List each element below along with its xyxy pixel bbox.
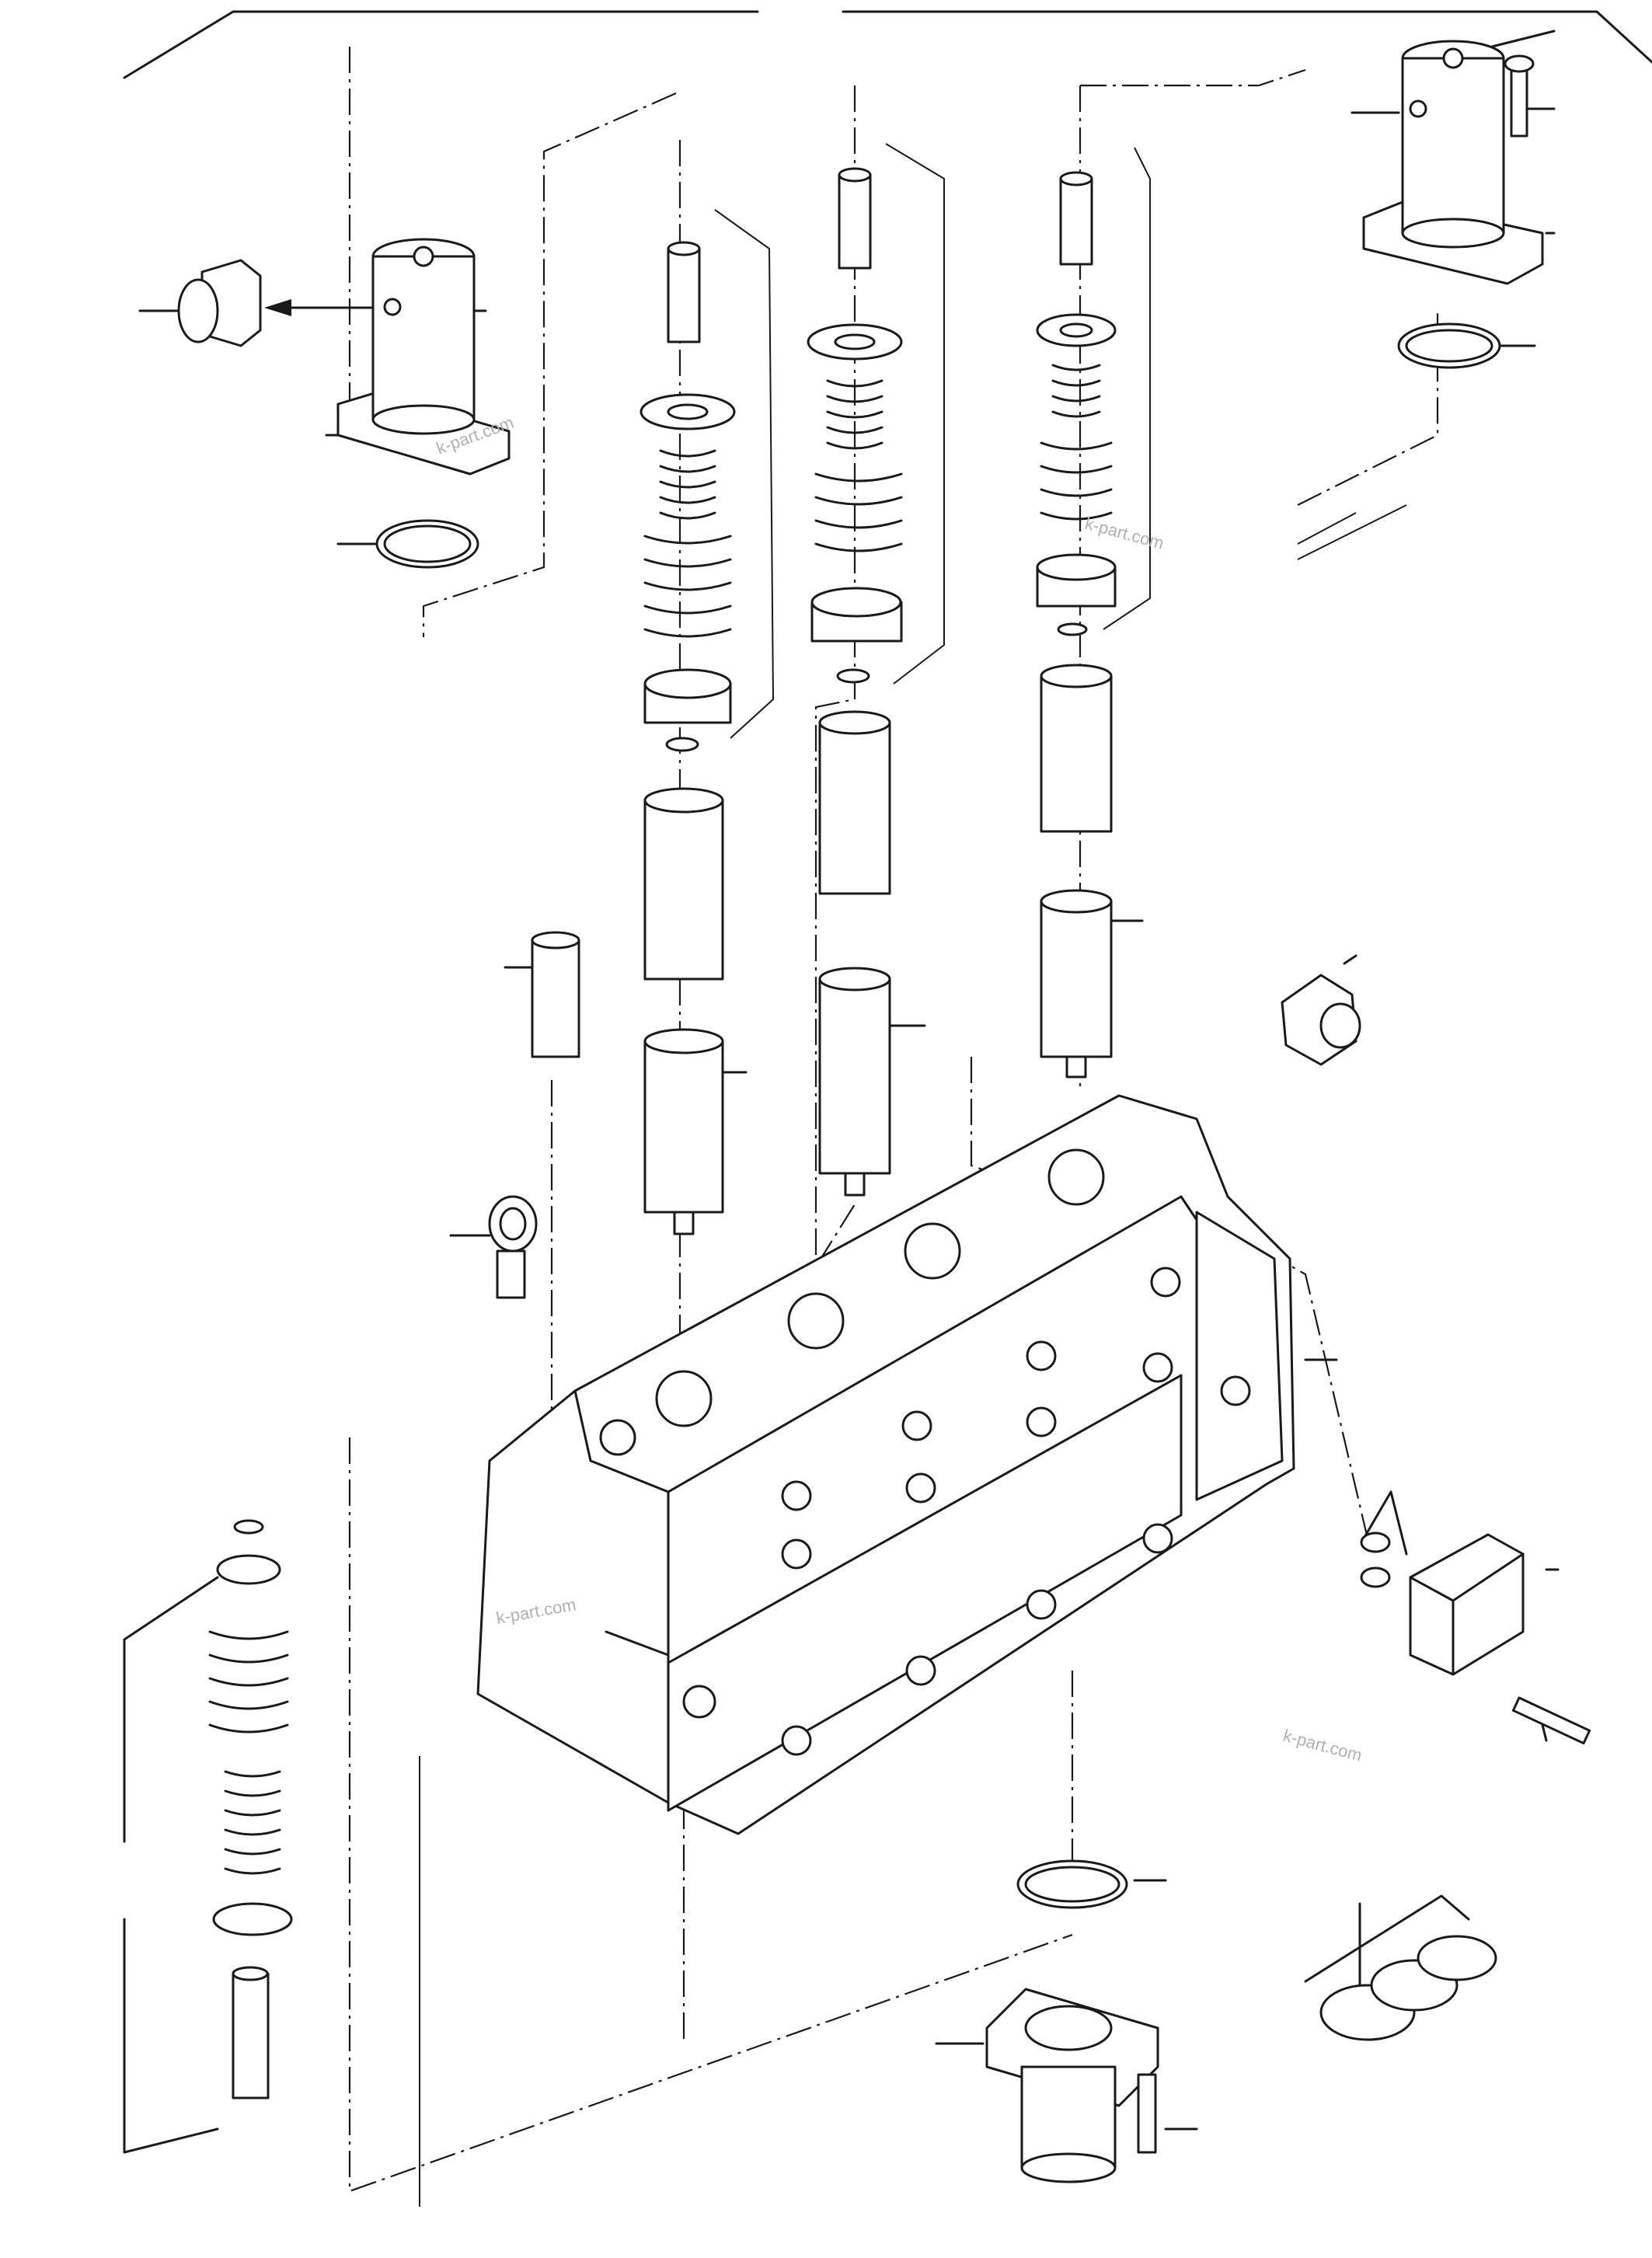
left-solenoid-assembly xyxy=(177,238,511,569)
spool-stack-3 xyxy=(1036,171,1117,1078)
main-valve-block xyxy=(476,1094,1295,1835)
spool-stack-2 xyxy=(807,167,903,1197)
fittings xyxy=(488,931,1361,1299)
leader-brackets xyxy=(419,143,1407,2207)
lower-spring-stack xyxy=(208,1519,293,2099)
seal-kit xyxy=(1304,1894,1497,2041)
frame-lines xyxy=(123,10,1652,2154)
right-solenoid-assembly xyxy=(1362,40,1544,369)
watermark-4: k-part.com xyxy=(1281,1726,1364,1765)
centerlines xyxy=(348,47,1439,2193)
spool-stack-1 xyxy=(640,241,736,1235)
watermark-2: k-part.com xyxy=(1083,514,1166,553)
bottom-port-assembly xyxy=(985,1859,1159,2183)
callout-leaders xyxy=(138,30,1560,2131)
side-cover-block xyxy=(1360,1531,1591,1745)
